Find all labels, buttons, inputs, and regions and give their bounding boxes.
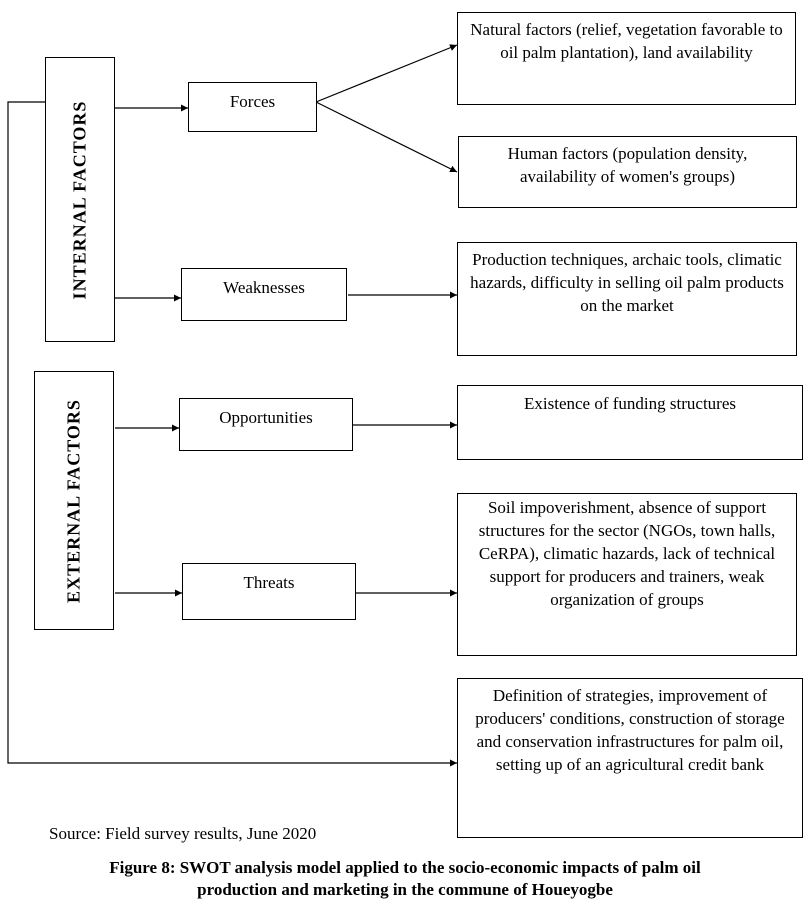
strategies-text: Definition of strategies, improvement of… — [475, 686, 785, 774]
forces-label: Forces — [229, 92, 276, 111]
weaknesses-detail-box: Production techniques, archaic tools, cl… — [457, 242, 797, 356]
weaknesses-box: Weaknesses — [181, 268, 347, 321]
threats-detail-text: Soil impoverishment, absence of support … — [478, 498, 776, 609]
arrow-forces-to-natural — [315, 44, 458, 103]
figure-caption: Figure 8: SWOT analysis model applied to… — [20, 857, 790, 901]
opportunities-detail-text: Existence of funding structures — [524, 394, 736, 413]
strategies-box: Definition of strategies, improvement of… — [457, 678, 803, 838]
external-factors-box: EXTERNAL FACTORS — [34, 371, 114, 630]
human-factors-text: Human factors (population density, avail… — [507, 144, 748, 186]
weaknesses-label: Weaknesses — [223, 278, 305, 297]
threats-box: Threats — [182, 563, 356, 620]
opportunities-box: Opportunities — [179, 398, 353, 451]
internal-factors-label: INTERNAL FACTORS — [69, 100, 90, 299]
opportunities-detail-box: Existence of funding structures — [457, 385, 803, 460]
internal-factors-box: INTERNAL FACTORS — [45, 57, 115, 342]
weaknesses-detail-text: Production techniques, archaic tools, cl… — [470, 250, 784, 315]
human-factors-box: Human factors (population density, avail… — [458, 136, 797, 208]
forces-box: Forces — [188, 82, 317, 132]
source-note: Source: Field survey results, June 2020 — [49, 824, 317, 843]
threats-label: Threats — [243, 573, 295, 592]
caption-line-1: Figure 8: SWOT analysis model applied to… — [109, 858, 701, 877]
external-factors-label: EXTERNAL FACTORS — [63, 398, 84, 603]
threats-detail-box: Soil impoverishment, absence of support … — [457, 493, 797, 656]
caption-line-2: production and marketing in the commune … — [197, 880, 613, 899]
natural-factors-box: Natural factors (relief, vegetation favo… — [457, 12, 796, 105]
arrow-internal-to-strategies — [7, 101, 457, 767]
natural-factors-text: Natural factors (relief, vegetation favo… — [470, 20, 783, 62]
opportunities-label: Opportunities — [219, 408, 313, 427]
arrow-forces-to-human — [315, 101, 458, 173]
